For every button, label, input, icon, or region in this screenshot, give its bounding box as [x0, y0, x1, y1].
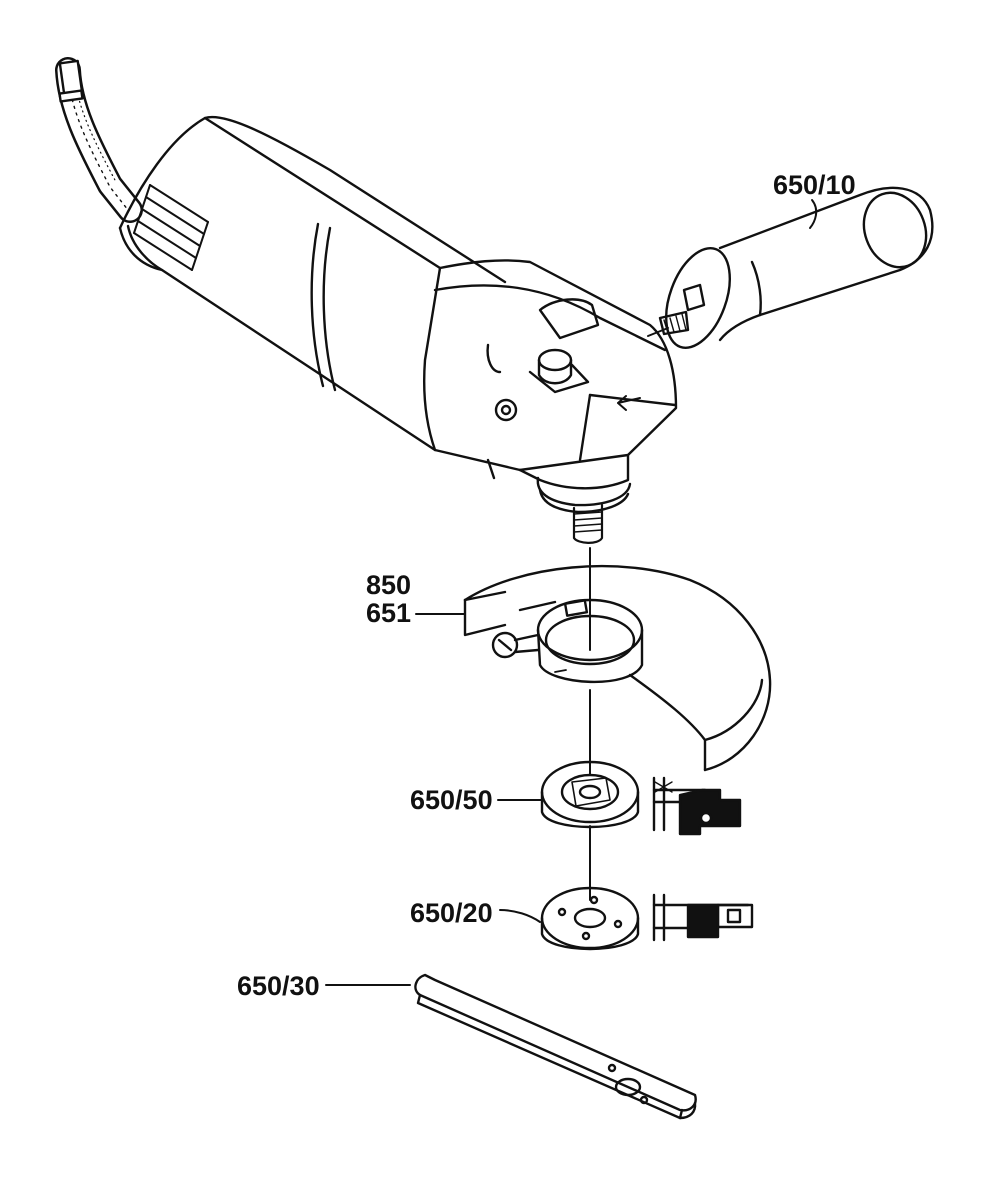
callout-inner-flange: 650/50: [410, 785, 493, 815]
gear-head: [423, 259, 678, 544]
leader-lines: [325, 199, 818, 986]
side-handle: [658, 186, 934, 349]
nut-section-view: [652, 893, 754, 942]
motor-housing: [118, 115, 507, 452]
callout-handle: 650/10: [773, 170, 856, 200]
clamp-nut-part: [540, 886, 640, 951]
axis-lines: [589, 327, 669, 901]
wheel-guard: [463, 564, 772, 772]
callout-clamp-nut: 650/20: [410, 898, 493, 928]
flange-section-view: [652, 776, 742, 836]
spanner-part: [414, 973, 697, 1120]
callout-guard-651: 651: [366, 598, 412, 628]
callout-guard-850: 850: [366, 570, 412, 600]
callout-spanner: 650/30: [237, 971, 320, 1001]
power-cord: [55, 57, 143, 223]
